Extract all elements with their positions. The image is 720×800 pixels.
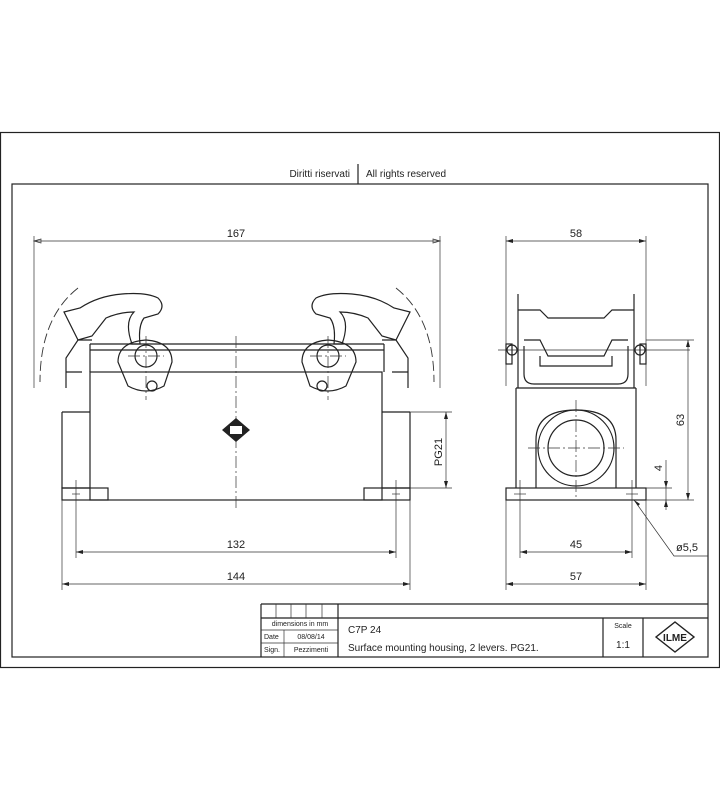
dim-front-144: 144: [227, 571, 245, 583]
lever-left: [63, 292, 163, 345]
front-view: 167: [32, 228, 452, 590]
drawing-code: C7P 24: [348, 625, 382, 636]
rights-italian: Diritti riservati: [289, 169, 350, 180]
dim-front-167: 167: [227, 228, 245, 240]
lever-arc-right: [395, 287, 435, 383]
dim-side-57: 57: [570, 571, 582, 583]
logo-text: ILME: [663, 633, 687, 644]
lever-arc-left: [39, 287, 79, 383]
side-view: 58 63 4: [498, 228, 708, 590]
dim-side-63: 63: [675, 414, 687, 426]
drawing-description: Surface mounting housing, 2 levers. PG21…: [348, 643, 539, 654]
date-value: 08/08/14: [297, 634, 324, 641]
dim-side-45: 45: [570, 539, 582, 551]
title-block: dimensions in mm Date 08/08/14 Sign. Pez…: [260, 603, 708, 657]
dim-side-4: 4: [653, 465, 665, 471]
scale-value: 1:1: [616, 640, 630, 651]
sign-label: Sign.: [264, 647, 280, 654]
dim-hole: ø5,5: [676, 542, 698, 554]
dim-side-58: 58: [570, 228, 582, 240]
dim-front-132: 132: [227, 539, 245, 551]
dim-thread: PG21: [433, 438, 445, 466]
rights-english: All rights reserved: [366, 169, 446, 180]
body-logo-icon: [222, 418, 250, 442]
sign-value: Pezzimenti: [294, 647, 329, 654]
outer-frame: [0, 131, 720, 669]
company-logo: ILME: [654, 621, 696, 653]
scale-label: Scale: [614, 623, 632, 630]
date-label: Date: [264, 634, 279, 641]
units-note: dimensions in mm: [272, 621, 329, 628]
lever-right: [311, 292, 411, 345]
drawing-border: [11, 183, 709, 658]
